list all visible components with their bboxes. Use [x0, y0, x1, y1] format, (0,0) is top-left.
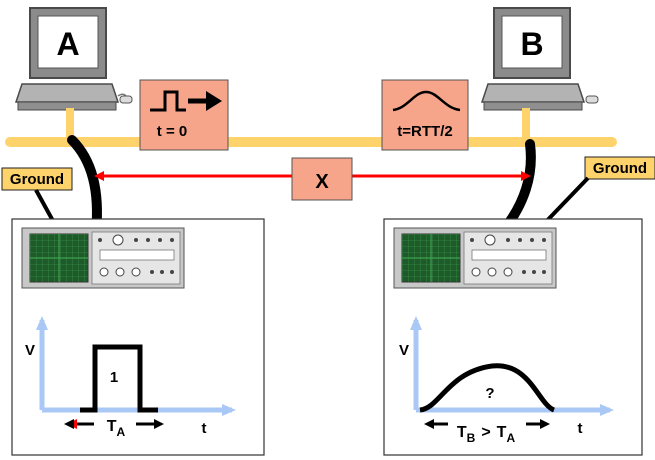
svg-text:Ground: Ground — [10, 171, 64, 188]
graph-b-pulse-label: ? — [485, 385, 494, 402]
oscilloscope-b — [393, 227, 557, 289]
computer-a: A — [14, 7, 133, 111]
bell-curve-icon — [392, 90, 461, 112]
computer-b-label: B — [520, 26, 543, 62]
graph-a-width-label: TA — [107, 418, 126, 439]
graph-a-y-label: V — [25, 342, 35, 359]
signal-box-received: t=RTT/2 — [381, 79, 469, 151]
computer-a-label: A — [56, 26, 79, 62]
ground-label-right: Ground — [584, 156, 655, 180]
graph-b-width-label: TB>TA — [457, 424, 516, 445]
graph-b-x-label: t — [578, 420, 583, 437]
svg-text:Ground: Ground — [593, 160, 647, 177]
graph-a-x-label: t — [202, 420, 207, 437]
graph-a-square-pulse — [80, 344, 158, 413]
network-bus — [5, 108, 617, 147]
oscilloscope-a — [21, 227, 185, 289]
signal-box-received-label: t=RTT/2 — [397, 123, 452, 140]
signal-box-sent-label: t = 0 — [157, 123, 187, 140]
graph-b-smeared-pulse — [419, 363, 556, 413]
graph-b-y-label: V — [399, 342, 409, 359]
computer-b: B — [480, 7, 599, 111]
distance-label: X — [315, 171, 329, 193]
distance-arrow: X — [94, 157, 531, 201]
scope-panel-b: V t ? TB>TA — [383, 218, 643, 456]
scope-panel-a: V t 1 TA — [11, 218, 265, 456]
graph-b: V t ? TB>TA — [399, 316, 614, 445]
ground-label-left: Ground — [1, 167, 73, 191]
arrow-right-icon — [206, 91, 222, 111]
signal-box-sent: t = 0 — [139, 79, 229, 151]
graph-a-pulse-label: 1 — [110, 369, 118, 386]
square-pulse-icon — [150, 90, 186, 112]
graph-a: V t 1 TA — [25, 316, 236, 439]
